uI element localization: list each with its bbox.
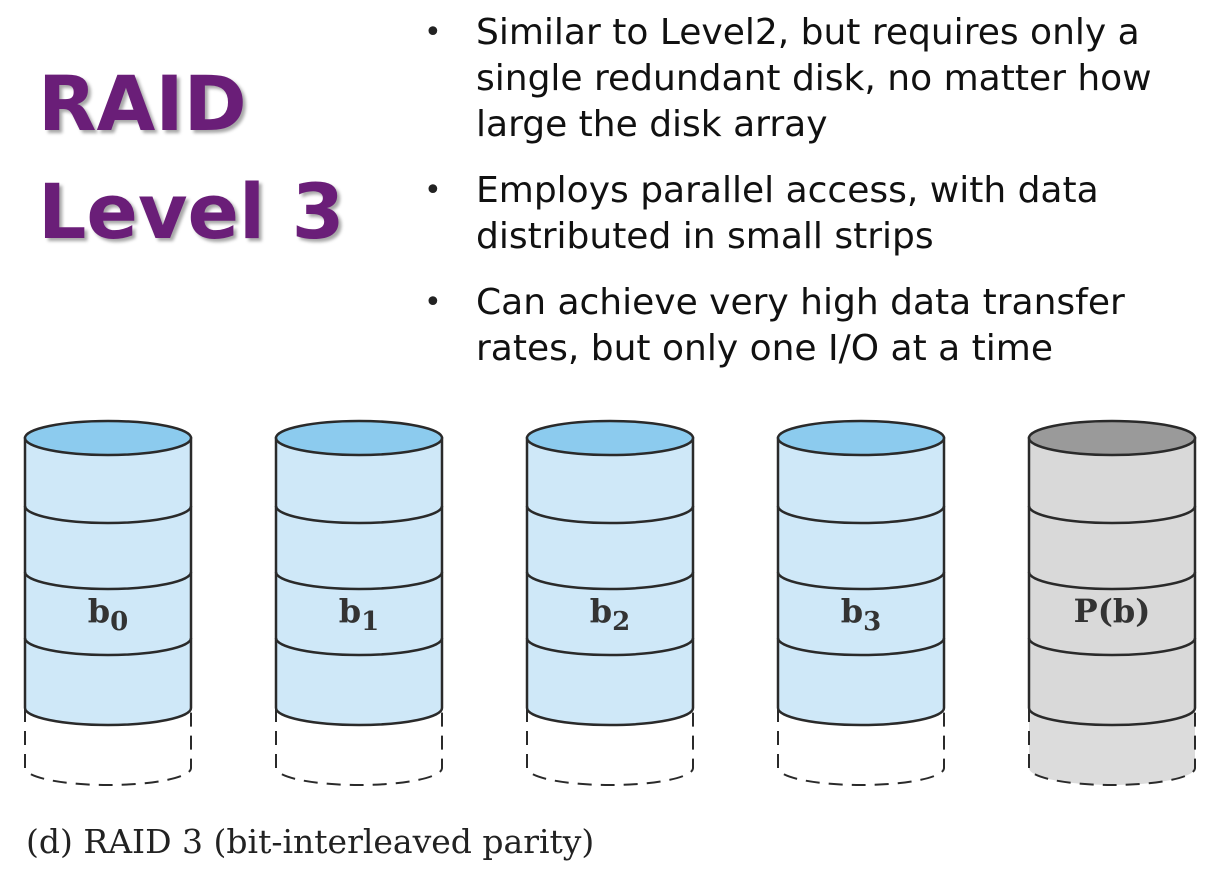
data-disk: b1: [274, 419, 444, 786]
disk-extension-dashed: [24, 708, 192, 786]
disk-extension-dashed: [275, 708, 443, 786]
disk-strip-divider: [274, 637, 444, 657]
figure-caption: (d) RAID 3 (bit-interleaved parity): [26, 822, 595, 861]
disk-top: [23, 419, 193, 457]
disk-extension-dashed: [526, 708, 694, 786]
disk-body: [274, 436, 444, 727]
disk-strip-divider: [525, 637, 695, 657]
bullet-item: • Employs parallel access, with data dis…: [420, 168, 1220, 260]
data-disk: b3: [776, 419, 946, 786]
disk-body: [23, 436, 193, 727]
title-line-1: RAID: [38, 59, 247, 148]
disk-strip-divider: [776, 637, 946, 657]
disk-strip-divider: [23, 571, 193, 591]
disk-strip-divider: [274, 505, 444, 525]
disk-top: [776, 419, 946, 457]
disk-top: [274, 419, 444, 457]
bullet-dot-icon: •: [424, 173, 442, 208]
raid-disk-diagram: b0 b1 b2 b3 P(b): [23, 419, 1197, 786]
disk-label: b1: [339, 592, 379, 637]
disk-strip-divider: [1027, 571, 1197, 591]
disk-extension-dashed: [777, 708, 945, 786]
disk-strip-divider: [274, 571, 444, 591]
disk-strip-divider: [776, 505, 946, 525]
bullet-list: • Similar to Level2, but requires only a…: [420, 10, 1220, 392]
disk-strip-divider: [23, 637, 193, 657]
disk-body: [525, 436, 695, 727]
disk-top: [1027, 419, 1197, 457]
bullet-text: Can achieve very high data transfer rate…: [476, 282, 1125, 369]
disk-extension-fill: [1029, 708, 1195, 785]
disk-strip-divider: [1027, 637, 1197, 657]
disk-top: [525, 419, 695, 457]
disk-extension-dashed: [1028, 708, 1196, 786]
disk-strip-divider: [525, 571, 695, 591]
disk-label: b0: [88, 592, 128, 637]
bullet-text: Similar to Level2, but requires only a s…: [476, 12, 1152, 145]
bullet-dot-icon: •: [424, 15, 442, 50]
disk-label: b3: [841, 592, 881, 637]
disk-strip-divider: [1027, 505, 1197, 525]
parity-disk: P(b): [1027, 419, 1197, 786]
disk-strip-divider: [525, 505, 695, 525]
data-disk: b2: [525, 419, 695, 786]
disk-strip-divider: [23, 505, 193, 525]
bullet-item: • Can achieve very high data transfer ra…: [420, 280, 1220, 372]
bullet-dot-icon: •: [424, 285, 442, 320]
disk-strip-divider: [776, 571, 946, 591]
disk-body: [776, 436, 946, 727]
disk-label: b2: [590, 592, 630, 637]
slide-title: RAID Level 3: [38, 50, 398, 266]
data-disk: b0: [23, 419, 193, 786]
bullet-text: Employs parallel access, with data distr…: [476, 170, 1099, 257]
disk-label: P(b): [1074, 592, 1151, 630]
title-line-2: Level 3: [38, 167, 345, 256]
disk-body: [1027, 436, 1197, 727]
bullet-item: • Similar to Level2, but requires only a…: [420, 10, 1220, 148]
